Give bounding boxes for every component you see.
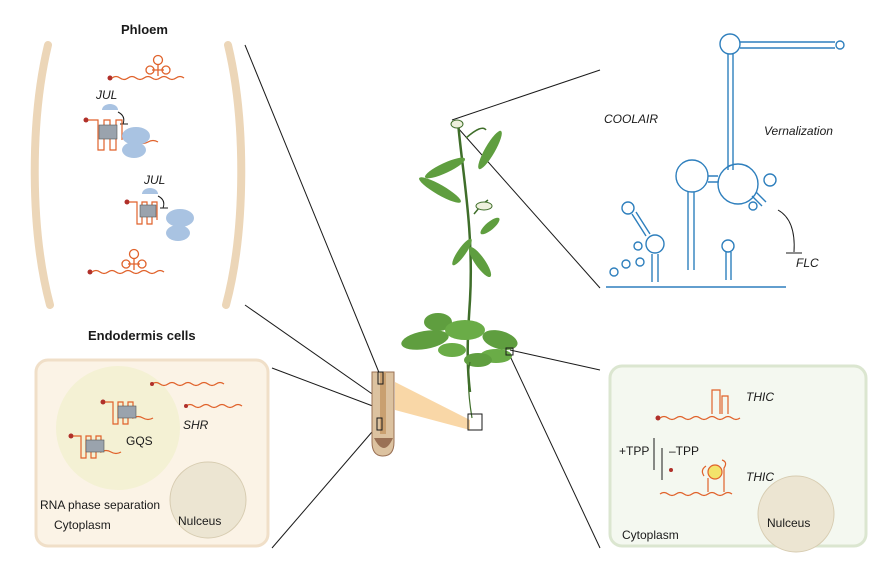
gqs-label: GQS (126, 434, 153, 448)
thic-label-bottom: THIC (746, 470, 774, 484)
phloem-wall-left (30, 41, 54, 309)
thic-riboswitch-off (655, 389, 741, 421)
endodermis-nucleus (169, 461, 247, 539)
phase-separation-label: RNA phase separation (40, 498, 161, 512)
flc-inhibition (777, 209, 802, 254)
jul-complex-top (83, 104, 159, 158)
endodermis-nucleus-label: Nulceus (178, 514, 222, 528)
thic-cytoplasm-label: Cytoplasm (622, 528, 679, 542)
connector-line (244, 44, 381, 376)
multiloop (717, 163, 759, 205)
endodermis-title: Endodermis cells (88, 328, 196, 343)
gqs-rna-1 (100, 399, 154, 425)
connector-line (457, 127, 601, 289)
coolair-label: COOLAIR (604, 112, 659, 126)
jul-protein (102, 104, 118, 110)
zoom-beam (395, 382, 470, 430)
phloem-title: Phloem (121, 22, 168, 37)
connector-line (271, 424, 379, 549)
vernalization-label: Vernalization (764, 124, 833, 138)
jul-label-top: JUL (96, 88, 118, 102)
jul-complex-bottom (124, 188, 194, 241)
coolair-structure (606, 33, 845, 288)
ribosome-large (166, 209, 194, 227)
gqs-rna-2 (68, 433, 122, 459)
shr-label: SHR (183, 418, 209, 432)
gqs-condensate (56, 366, 180, 490)
thic-riboswitch-on (659, 459, 733, 497)
ribosome-small (122, 142, 146, 158)
flc-label: FLC (796, 256, 819, 270)
jul-label-bottom: JUL (144, 173, 166, 187)
thic-nucleus-label: Nulceus (767, 516, 811, 530)
phloem-rna-top (107, 54, 185, 81)
thic-label-top: THIC (746, 390, 774, 404)
g-quadruplex (117, 405, 137, 419)
connector-line (509, 355, 601, 549)
endodermis-cytoplasm-label: Cytoplasm (54, 518, 111, 532)
zoom-box (467, 413, 483, 431)
shr-rna-strands (151, 381, 243, 409)
connector-lines (244, 44, 601, 549)
hairpin-loop (675, 159, 709, 193)
connector-line (244, 304, 379, 399)
connector-line (509, 349, 601, 371)
phloem-wall-right (222, 41, 246, 309)
ribosome-large (122, 127, 150, 145)
g-quadruplex (85, 439, 105, 453)
hairpin-loop (719, 33, 741, 55)
phloem-rna-bottom (87, 248, 165, 275)
root-tip (371, 371, 483, 457)
connector-line (451, 69, 601, 121)
phloem-panel (30, 41, 246, 309)
connector-line (271, 367, 379, 409)
g-quadruplex (139, 204, 157, 218)
minus-tpp-label: –TPP (669, 444, 700, 458)
plus-tpp-label: +TPP (619, 444, 650, 458)
thic-panel (608, 364, 868, 553)
thic-nucleus (757, 475, 835, 553)
g-quadruplex (98, 124, 118, 140)
jul-protein (142, 188, 158, 194)
tpp-ligand (707, 464, 723, 480)
endodermis-panel (34, 358, 270, 548)
ribosome-small (166, 225, 190, 241)
arabidopsis-plant (401, 119, 518, 419)
